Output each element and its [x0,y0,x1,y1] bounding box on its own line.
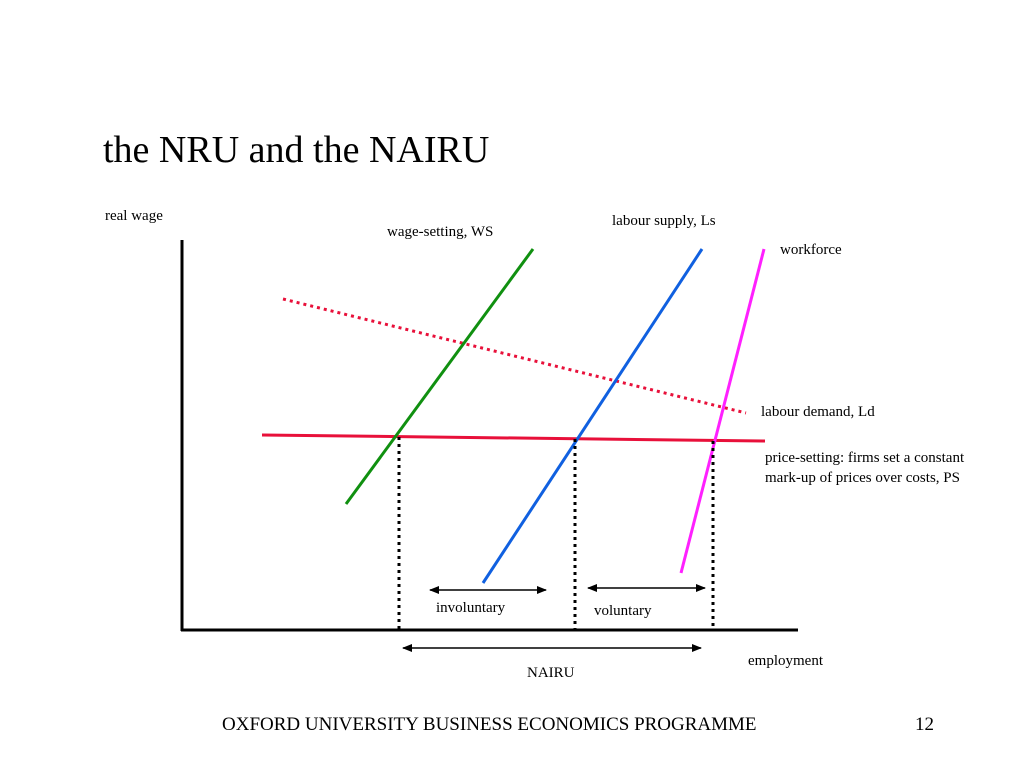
wage-setting-line [344,248,535,505]
labour-supply-line [481,248,704,584]
price-setting-label: price-setting: firms set a constant mark… [765,450,965,486]
x-axis-label: employment [748,653,823,669]
slide-title: the NRU and the NAIRU [103,129,490,171]
nairu-label: NAIRU [527,665,575,681]
workforce-line [679,248,766,574]
page-number: 12 [915,714,934,735]
voluntary-label: voluntary [594,603,652,619]
y-axis-label: real wage [105,208,163,224]
footer-text: OXFORD UNIVERSITY BUSINESS ECONOMICS PRO… [222,714,757,735]
labour-demand-line [282,297,747,415]
involuntary-label: involuntary [436,600,506,616]
labour-supply-label: labour supply, Ls [612,213,716,229]
price-setting-line [261,433,766,443]
workforce-label: workforce [780,242,842,258]
wage-setting-label: wage-setting, WS [387,224,494,240]
labour-demand-label: labour demand, Ld [761,404,875,420]
